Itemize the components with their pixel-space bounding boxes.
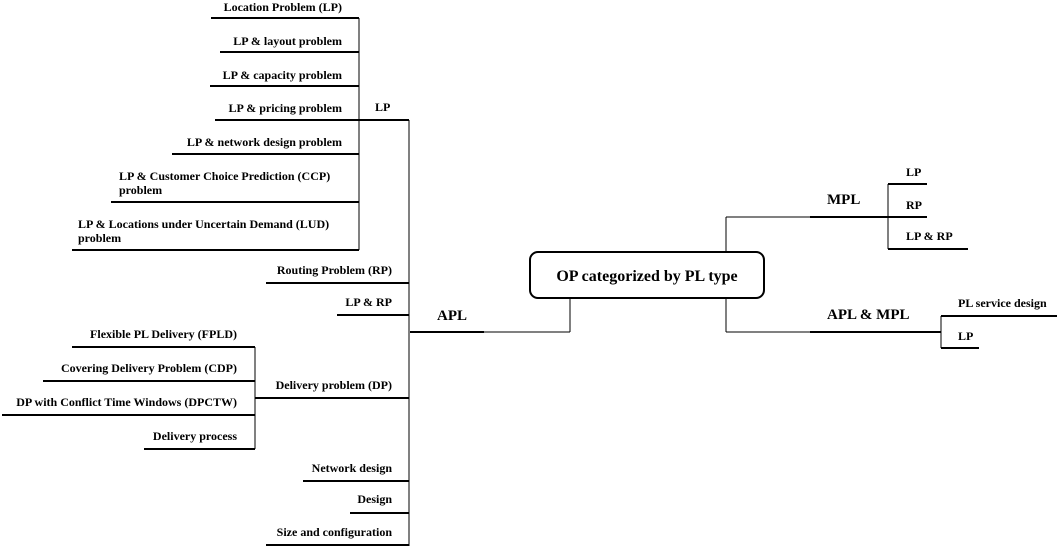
aplmpl-child-pl-service-design[interactable]: PL service design — [941, 296, 1057, 317]
apl-other-label: Design — [357, 492, 392, 506]
lp-child-location-problem[interactable]: Location Problem (LP) — [211, 0, 359, 19]
lp-child-network-design-problem[interactable]: LP & network design problem — [172, 135, 359, 155]
apl-label[interactable]: APL — [437, 308, 467, 324]
apl-dp-label: Delivery problem (DP) — [276, 378, 392, 392]
dp-child-label: Covering Delivery Problem (CDP) — [61, 361, 237, 375]
apl-other-label: Size and configuration — [277, 525, 393, 539]
dp-child-cdp[interactable]: Covering Delivery Problem (CDP) — [43, 361, 255, 382]
apl-lp-node[interactable]: LP — [359, 100, 409, 121]
mpl-child-label: LP & RP — [906, 229, 953, 243]
lp-child-label: Location Problem (LP) — [224, 0, 342, 14]
dp-child-label: Flexible PL Delivery (FPLD) — [90, 327, 237, 341]
aplmpl-label[interactable]: APL & MPL — [827, 307, 910, 323]
apl-rp-node[interactable]: Routing Problem (RP) — [266, 263, 409, 284]
aplmpl-child-label: LP — [958, 329, 973, 343]
apl-lprp-node[interactable]: LP & RP — [337, 295, 409, 316]
lp-child-capacity-problem[interactable]: LP & capacity problem — [210, 68, 359, 87]
mpl-child-label: LP — [906, 165, 921, 179]
apl-other-label: Network design — [312, 461, 393, 475]
center-node[interactable]: OP categorized by PL type — [529, 251, 765, 299]
mpl-child-rp[interactable]: RP — [888, 198, 927, 218]
aplmpl-branch: APL & MPL PL service design LP — [726, 296, 1057, 349]
apl-network-design-node[interactable]: Network design — [303, 461, 409, 482]
dp-child-label: DP with Conflict Time Windows (DPCTW) — [16, 395, 237, 409]
lp-child-label-line1: LP & Locations under Uncertain Demand (L… — [78, 217, 329, 231]
lp-child-label-line2: problem — [119, 183, 162, 197]
lp-child-label: LP & layout problem — [233, 34, 342, 48]
center-node-label: OP categorized by PL type — [556, 268, 737, 285]
aplmpl-child-lp[interactable]: LP — [941, 329, 979, 349]
dp-child-label: Delivery process — [153, 429, 237, 443]
apl-dp-node[interactable]: Delivery problem (DP) — [255, 378, 409, 399]
center-node-box — [529, 251, 765, 299]
lp-child-label: LP & capacity problem — [223, 68, 342, 82]
lp-child-label: LP & pricing problem — [229, 101, 342, 115]
mpl-child-lp[interactable]: LP — [888, 165, 927, 185]
lp-child-label: LP & network design problem — [187, 135, 342, 149]
apl-lp-label: LP — [375, 100, 390, 114]
dp-child-fpld[interactable]: Flexible PL Delivery (FPLD) — [72, 327, 255, 348]
lp-child-label-line2: problem — [78, 231, 121, 245]
apl-rp-label: Routing Problem (RP) — [277, 263, 392, 277]
apl-design-node[interactable]: Design — [350, 492, 409, 514]
lp-child-layout-problem[interactable]: LP & layout problem — [220, 34, 359, 53]
apl-size-configuration-node[interactable]: Size and configuration — [266, 525, 409, 546]
mpl-child-label: RP — [906, 198, 922, 212]
dp-child-dpctw[interactable]: DP with Conflict Time Windows (DPCTW) — [2, 395, 255, 416]
mpl-label[interactable]: MPL — [827, 192, 860, 208]
dp-child-delivery-process[interactable]: Delivery process — [144, 429, 255, 450]
lp-child-pricing-problem[interactable]: LP & pricing problem — [215, 101, 359, 121]
mpl-child-lprp[interactable]: LP & RP — [888, 229, 968, 250]
lp-child-label-line1: LP & Customer Choice Prediction (CCP) — [119, 169, 330, 183]
apl-lprp-label: LP & RP — [345, 295, 392, 309]
aplmpl-child-label: PL service design — [958, 296, 1047, 310]
apl-branch: APL LP Location Problem (LP) LP & layout… — [2, 0, 570, 546]
mpl-branch: MPL LP RP LP & RP — [726, 165, 968, 250]
lp-child-lud-problem[interactable]: LP & Locations under Uncertain Demand (L… — [72, 217, 359, 251]
lp-child-ccp-problem[interactable]: LP & Customer Choice Prediction (CCP) pr… — [111, 169, 359, 203]
